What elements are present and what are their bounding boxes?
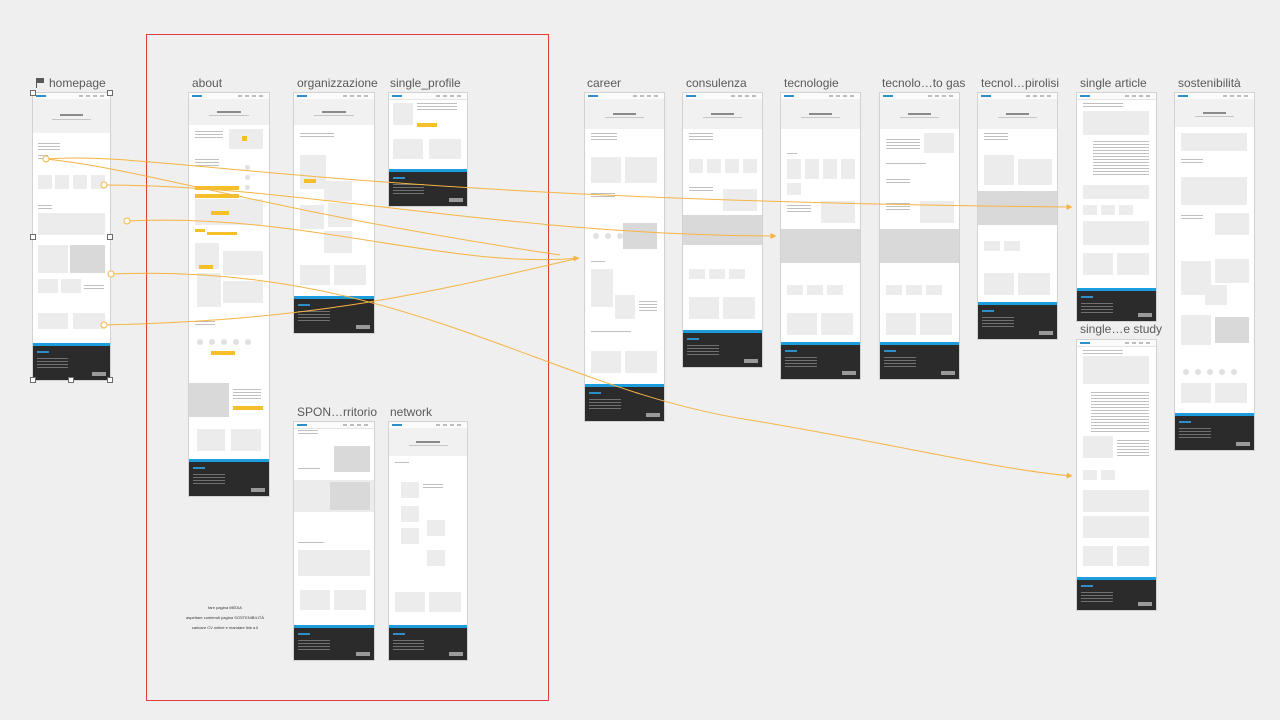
- frame-label-consulenza[interactable]: consulenza: [686, 76, 747, 90]
- connector-homepage-career[interactable]: [126, 219, 580, 262]
- frame-label-career[interactable]: career: [587, 76, 622, 90]
- about-section-group: [146, 34, 549, 701]
- connector-dot[interactable]: [100, 321, 108, 329]
- selection-handle[interactable]: [30, 377, 36, 383]
- frame-tecnologie[interactable]: [781, 93, 860, 379]
- frame-single-profile[interactable]: [389, 93, 467, 206]
- frame-label-tecnologie-gas[interactable]: tecnolo…to gas: [882, 76, 966, 90]
- hero: [33, 99, 110, 133]
- nav-bar: [1077, 340, 1156, 347]
- frame-single-case-study[interactable]: [1077, 340, 1156, 610]
- nav-bar: [1077, 93, 1156, 100]
- connector-homepage-single-article[interactable]: [45, 157, 1073, 210]
- frame-career[interactable]: [585, 93, 664, 421]
- frame-tecnologie-pirolisi[interactable]: [978, 93, 1057, 339]
- frame-label-sostenibilita[interactable]: sostenibilità: [1178, 76, 1241, 90]
- frame-label-single-article[interactable]: single article: [1080, 76, 1147, 90]
- frame-organizzazione[interactable]: [294, 93, 374, 333]
- frame-label-single-case-study[interactable]: single…e study: [1080, 322, 1163, 336]
- connector-dot[interactable]: [107, 270, 115, 278]
- connector-homepage-about-2[interactable]: [45, 158, 561, 256]
- frame-network[interactable]: [389, 422, 467, 660]
- nav-bar: [294, 422, 374, 429]
- frame-label-sponsor[interactable]: SPON…rritorio: [297, 405, 378, 419]
- selection-handle[interactable]: [107, 90, 113, 96]
- frame-single-article[interactable]: [1077, 93, 1156, 321]
- frame-label-organizzazione[interactable]: organizzazione: [297, 76, 378, 90]
- selection-handle[interactable]: [30, 90, 36, 96]
- connector-homepage-tecnologie[interactable]: [103, 184, 777, 239]
- frame-consulenza[interactable]: [683, 93, 762, 367]
- selection-handle[interactable]: [107, 377, 113, 383]
- frame-tecnologie-gas[interactable]: [880, 93, 959, 379]
- connector-dot[interactable]: [123, 217, 131, 225]
- selection-handle[interactable]: [107, 234, 113, 240]
- frame-about[interactable]: [189, 93, 269, 496]
- frame-label-about[interactable]: about: [192, 76, 223, 90]
- frame-sponsor[interactable]: [294, 422, 374, 660]
- notes: fare pagina MEDIA aspettare contenuti pa…: [160, 603, 290, 633]
- nav-bar: [389, 93, 467, 100]
- connector-homepage-about[interactable]: [103, 257, 580, 326]
- selection-handle[interactable]: [30, 234, 36, 240]
- frame-label-single-profile[interactable]: single_profile: [390, 76, 461, 90]
- frame-label-tecnologie-pirolisi[interactable]: tecnol…pirolisi: [981, 76, 1060, 90]
- frame-homepage[interactable]: [33, 93, 110, 380]
- connector-dot[interactable]: [100, 181, 108, 189]
- frame-label-homepage[interactable]: homepage: [36, 76, 106, 90]
- note: aspettare contenuti pagina SOSTENIBILITÀ: [185, 615, 265, 620]
- frame-sostenibilita[interactable]: [1175, 93, 1254, 450]
- frame-label-network[interactable]: network: [390, 405, 433, 419]
- frame-label-tecnologie[interactable]: tecnologie: [784, 76, 839, 90]
- flag-icon: [36, 78, 45, 88]
- connector-homepage-single-case-study[interactable]: [110, 272, 1073, 479]
- selection-handle[interactable]: [68, 377, 74, 383]
- connector-dot[interactable]: [42, 155, 50, 163]
- note: caricare CV online e mandare link a li: [191, 625, 259, 630]
- note: fare pagina MEDIA: [208, 605, 242, 610]
